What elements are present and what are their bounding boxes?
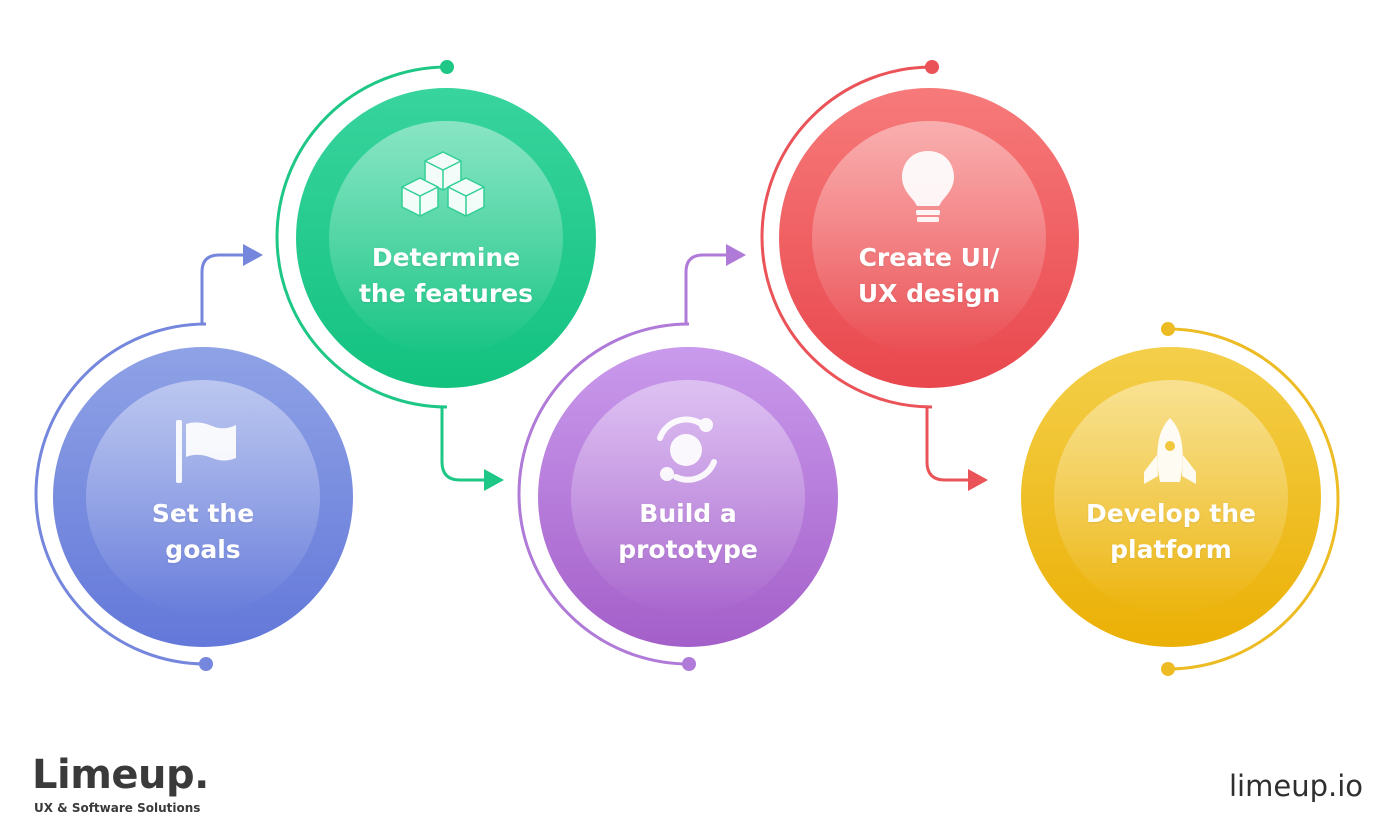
rocket-icon bbox=[1144, 418, 1196, 484]
goals-outer-arc bbox=[34, 322, 207, 666]
platform-label-line-2: platform bbox=[1110, 535, 1232, 564]
orbit-icon bbox=[657, 416, 717, 483]
prototype-connector-arrow bbox=[684, 253, 728, 326]
prototype-end-dot bbox=[682, 657, 696, 671]
design-label-line-1: Create UI/ bbox=[858, 243, 1000, 272]
prototype-label-line-2: prototype bbox=[618, 535, 758, 564]
features-start-dot bbox=[440, 60, 454, 74]
design-label-line-2: UX design bbox=[857, 279, 1001, 308]
prototype-label: Build a prototype bbox=[578, 496, 798, 568]
design-arrowhead bbox=[968, 469, 988, 491]
features-arrowhead bbox=[484, 469, 504, 491]
design-label: Create UI/ UX design bbox=[819, 240, 1039, 312]
design-connector-arrow bbox=[925, 407, 970, 482]
goals-label-line-2: goals bbox=[165, 535, 241, 564]
design-start-dot bbox=[925, 60, 939, 74]
goals-end-dot bbox=[199, 657, 213, 671]
platform-outer-arc bbox=[1167, 327, 1340, 671]
prototype-label-line-1: Build a bbox=[639, 499, 737, 528]
lightbulb-icon bbox=[902, 151, 954, 222]
features-label-line-2: the features bbox=[358, 279, 534, 308]
flag-icon bbox=[176, 420, 236, 483]
features-label: Determine the features bbox=[336, 240, 556, 312]
step-design bbox=[760, 60, 1079, 491]
platform-start-dot bbox=[1161, 322, 1175, 336]
features-outer-arc bbox=[275, 65, 448, 409]
platform-circle-inner bbox=[1054, 380, 1288, 614]
cubes-icon bbox=[401, 151, 485, 217]
goals-circle-inner bbox=[86, 380, 320, 614]
step-features bbox=[275, 60, 596, 491]
prototype-outer-arc bbox=[517, 322, 690, 666]
brand-tagline: UX & Software Solutions bbox=[34, 801, 201, 815]
step-goals bbox=[34, 244, 353, 671]
features-connector-arrow bbox=[440, 407, 487, 482]
goals-arrowhead bbox=[243, 244, 263, 266]
design-circle-inner bbox=[812, 121, 1046, 355]
brand-logo: Limeup. bbox=[32, 752, 209, 798]
platform-label-line-1: Develop the bbox=[1085, 499, 1256, 528]
platform-end-dot bbox=[1161, 662, 1175, 676]
goals-label: Set the goals bbox=[93, 496, 313, 568]
site-url: limeup.io bbox=[1228, 769, 1363, 803]
goals-label-line-1: Set the bbox=[151, 499, 255, 528]
design-outer-arc bbox=[760, 65, 933, 409]
features-circle-inner bbox=[329, 121, 563, 355]
goals-connector-arrow bbox=[200, 253, 246, 326]
step-platform bbox=[1021, 322, 1340, 676]
platform-label: Develop the platform bbox=[1061, 496, 1281, 568]
prototype-arrowhead bbox=[726, 244, 746, 266]
step-prototype bbox=[517, 244, 838, 671]
prototype-circle-inner bbox=[571, 380, 805, 614]
features-label-line-1: Determine bbox=[371, 243, 521, 272]
